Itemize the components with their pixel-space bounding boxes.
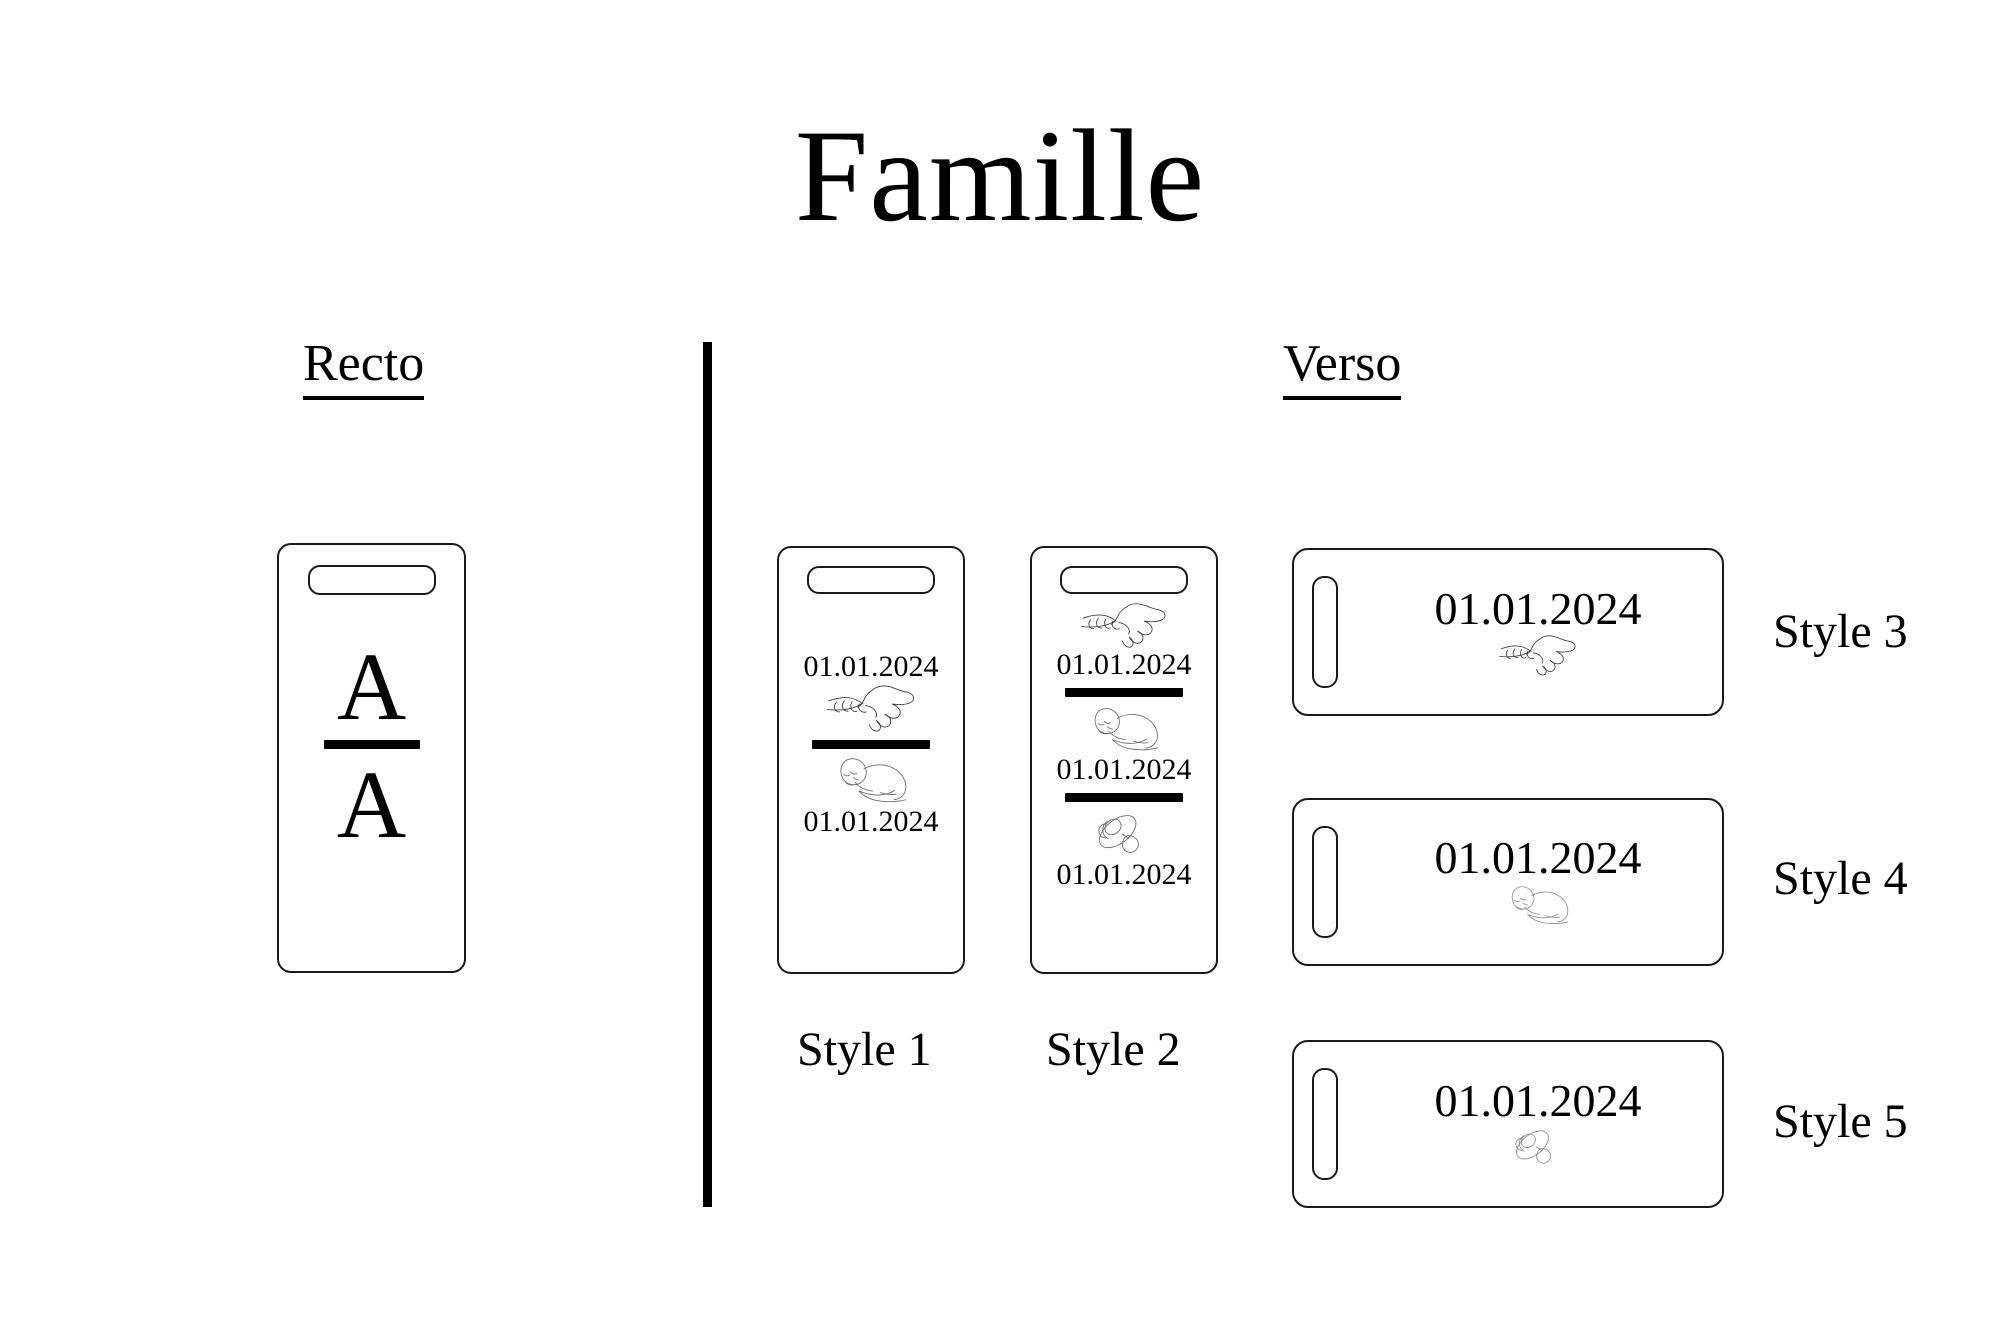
style4-caption: Style 4 xyxy=(1773,852,1908,905)
section-divider-bar xyxy=(812,740,930,749)
pacifier-icon xyxy=(1509,1124,1567,1170)
date-text: 01.01.2024 xyxy=(803,805,939,838)
holding-hands-icon xyxy=(1078,600,1170,650)
section-divider-bar xyxy=(1065,793,1183,802)
monogram-divider-bar xyxy=(323,740,420,750)
style2-caption: Style 2 xyxy=(1046,1023,1181,1076)
card-hanging-slot xyxy=(1312,826,1338,938)
sleeping-baby-icon xyxy=(1077,703,1171,755)
style1-caption: Style 1 xyxy=(797,1023,932,1076)
style5-card[interactable]: 01.01.2024 xyxy=(1292,1040,1724,1208)
section-label-verso-text: Verso xyxy=(1283,338,1402,400)
monogram-initial-top: A xyxy=(336,633,407,740)
style1-content: 01.01.2024 xyxy=(779,652,963,837)
date-text: 01.01.2024 xyxy=(803,650,939,683)
monogram-initial-bottom: A xyxy=(336,751,407,859)
card-hanging-slot xyxy=(1312,576,1338,688)
date-text: 01.01.2024 xyxy=(1434,832,1642,883)
style3-content: 01.01.2024 xyxy=(1364,550,1712,714)
section-label-recto: Recto xyxy=(303,338,425,400)
card-hanging-slot xyxy=(1060,566,1188,594)
style1-card[interactable]: 01.01.2024 xyxy=(777,546,965,974)
date-text: 01.01.2024 xyxy=(1056,753,1192,786)
monogram-block: A A xyxy=(279,633,464,859)
date-text: 01.01.2024 xyxy=(1056,648,1192,681)
holding-hands-icon xyxy=(1497,632,1579,678)
section-divider-bar xyxy=(1065,688,1183,697)
style2-content: 01.01.2024 01.01.2024 xyxy=(1032,600,1216,890)
date-text: 01.01.2024 xyxy=(1434,583,1642,634)
card-hanging-slot xyxy=(1312,1068,1338,1180)
style5-content: 01.01.2024 xyxy=(1364,1042,1712,1206)
style3-card[interactable]: 01.01.2024 xyxy=(1292,548,1724,716)
page-title: Famille xyxy=(794,102,1206,249)
style3-caption: Style 3 xyxy=(1773,605,1908,658)
card-hanging-slot xyxy=(807,566,935,594)
section-label-recto-text: Recto xyxy=(303,338,425,400)
section-label-verso: Verso xyxy=(1283,338,1402,400)
holding-hands-icon xyxy=(823,682,919,734)
sleeping-baby-icon xyxy=(1496,881,1580,929)
vertical-divider xyxy=(703,342,712,1207)
sleeping-baby-icon xyxy=(822,753,920,807)
recto-card[interactable]: A A xyxy=(277,543,466,973)
date-text: 01.01.2024 xyxy=(1434,1075,1642,1126)
date-text: 01.01.2024 xyxy=(1056,858,1192,891)
style4-card[interactable]: 01.01.2024 xyxy=(1292,798,1724,966)
style5-caption: Style 5 xyxy=(1773,1095,1908,1148)
card-hanging-slot xyxy=(307,565,436,595)
style2-card[interactable]: 01.01.2024 01.01.2024 xyxy=(1030,546,1218,974)
style4-content: 01.01.2024 xyxy=(1364,800,1712,964)
pacifier-icon xyxy=(1091,808,1157,860)
